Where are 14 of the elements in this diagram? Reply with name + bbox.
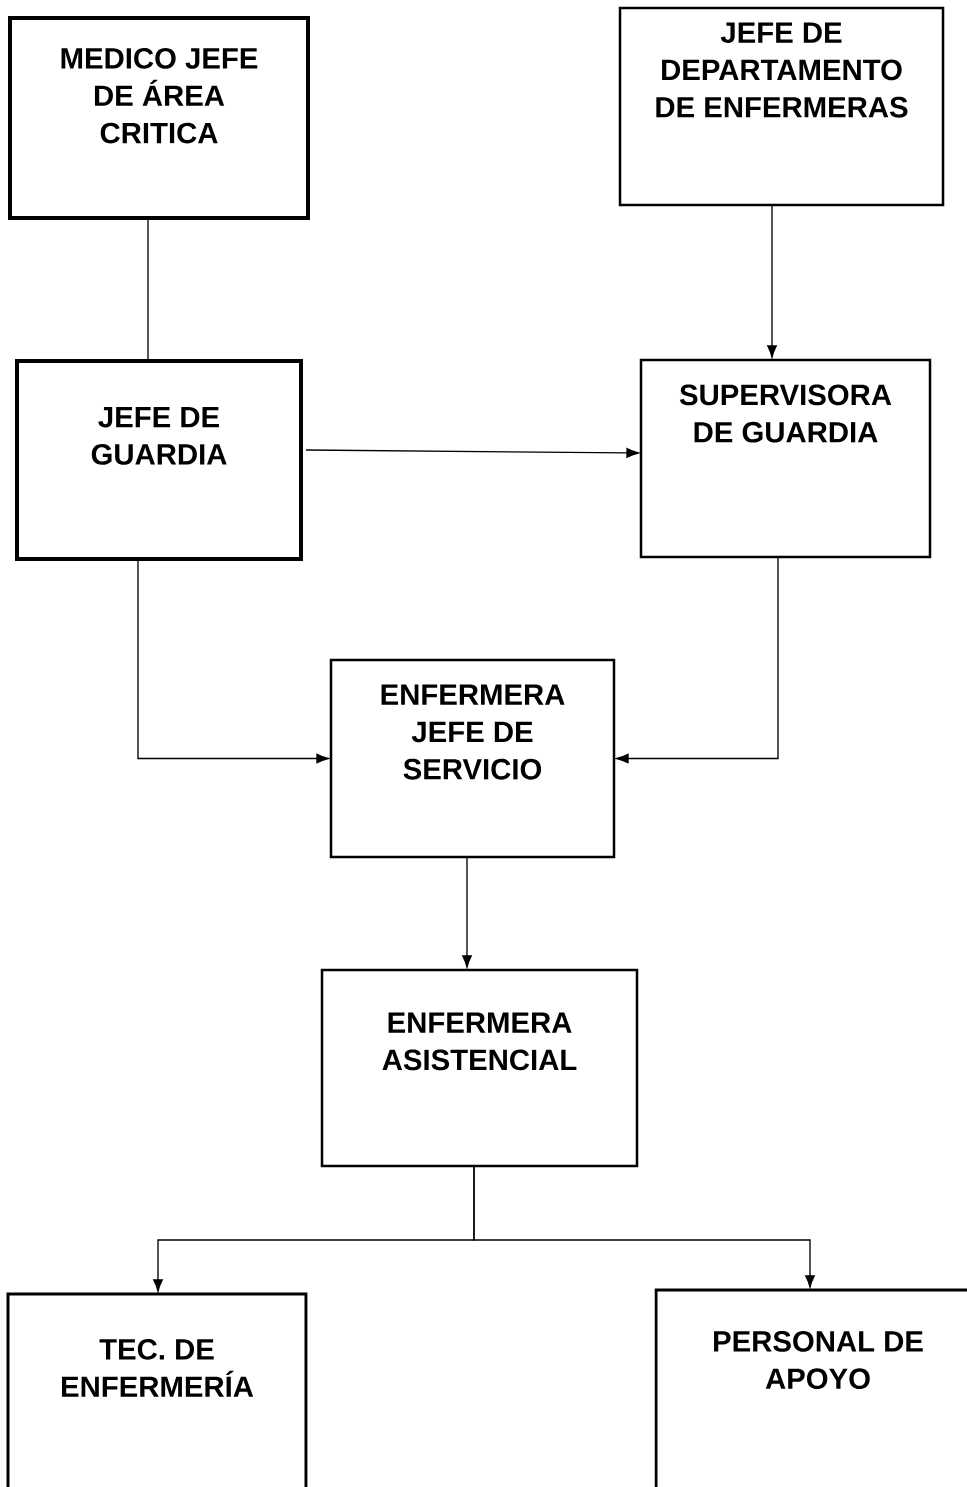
arrow <box>462 856 472 968</box>
arrow <box>137 558 329 764</box>
arrow <box>626 448 639 458</box>
arrow <box>473 1165 815 1288</box>
org-box: SUPERVISORA DE GUARDIA <box>639 358 932 559</box>
org-box: JEFE DE GUARDIA <box>15 359 303 561</box>
arrow <box>616 556 779 764</box>
org-box: ENFERMERA JEFE DE SERVICIO <box>329 658 616 859</box>
org-box: MEDICO JEFE DE ÁREA CRITICA <box>8 16 310 220</box>
org-box: PERSONAL DE APOYO <box>654 1288 967 1487</box>
org-box: TEC. DE ENFERMERÍA <box>6 1292 308 1487</box>
org-box: ENFERMERA ASISTENCIAL <box>320 968 639 1168</box>
org-box: JEFE DE DEPARTAMENTO DE ENFERMERAS <box>618 6 945 207</box>
arrow <box>767 204 777 358</box>
